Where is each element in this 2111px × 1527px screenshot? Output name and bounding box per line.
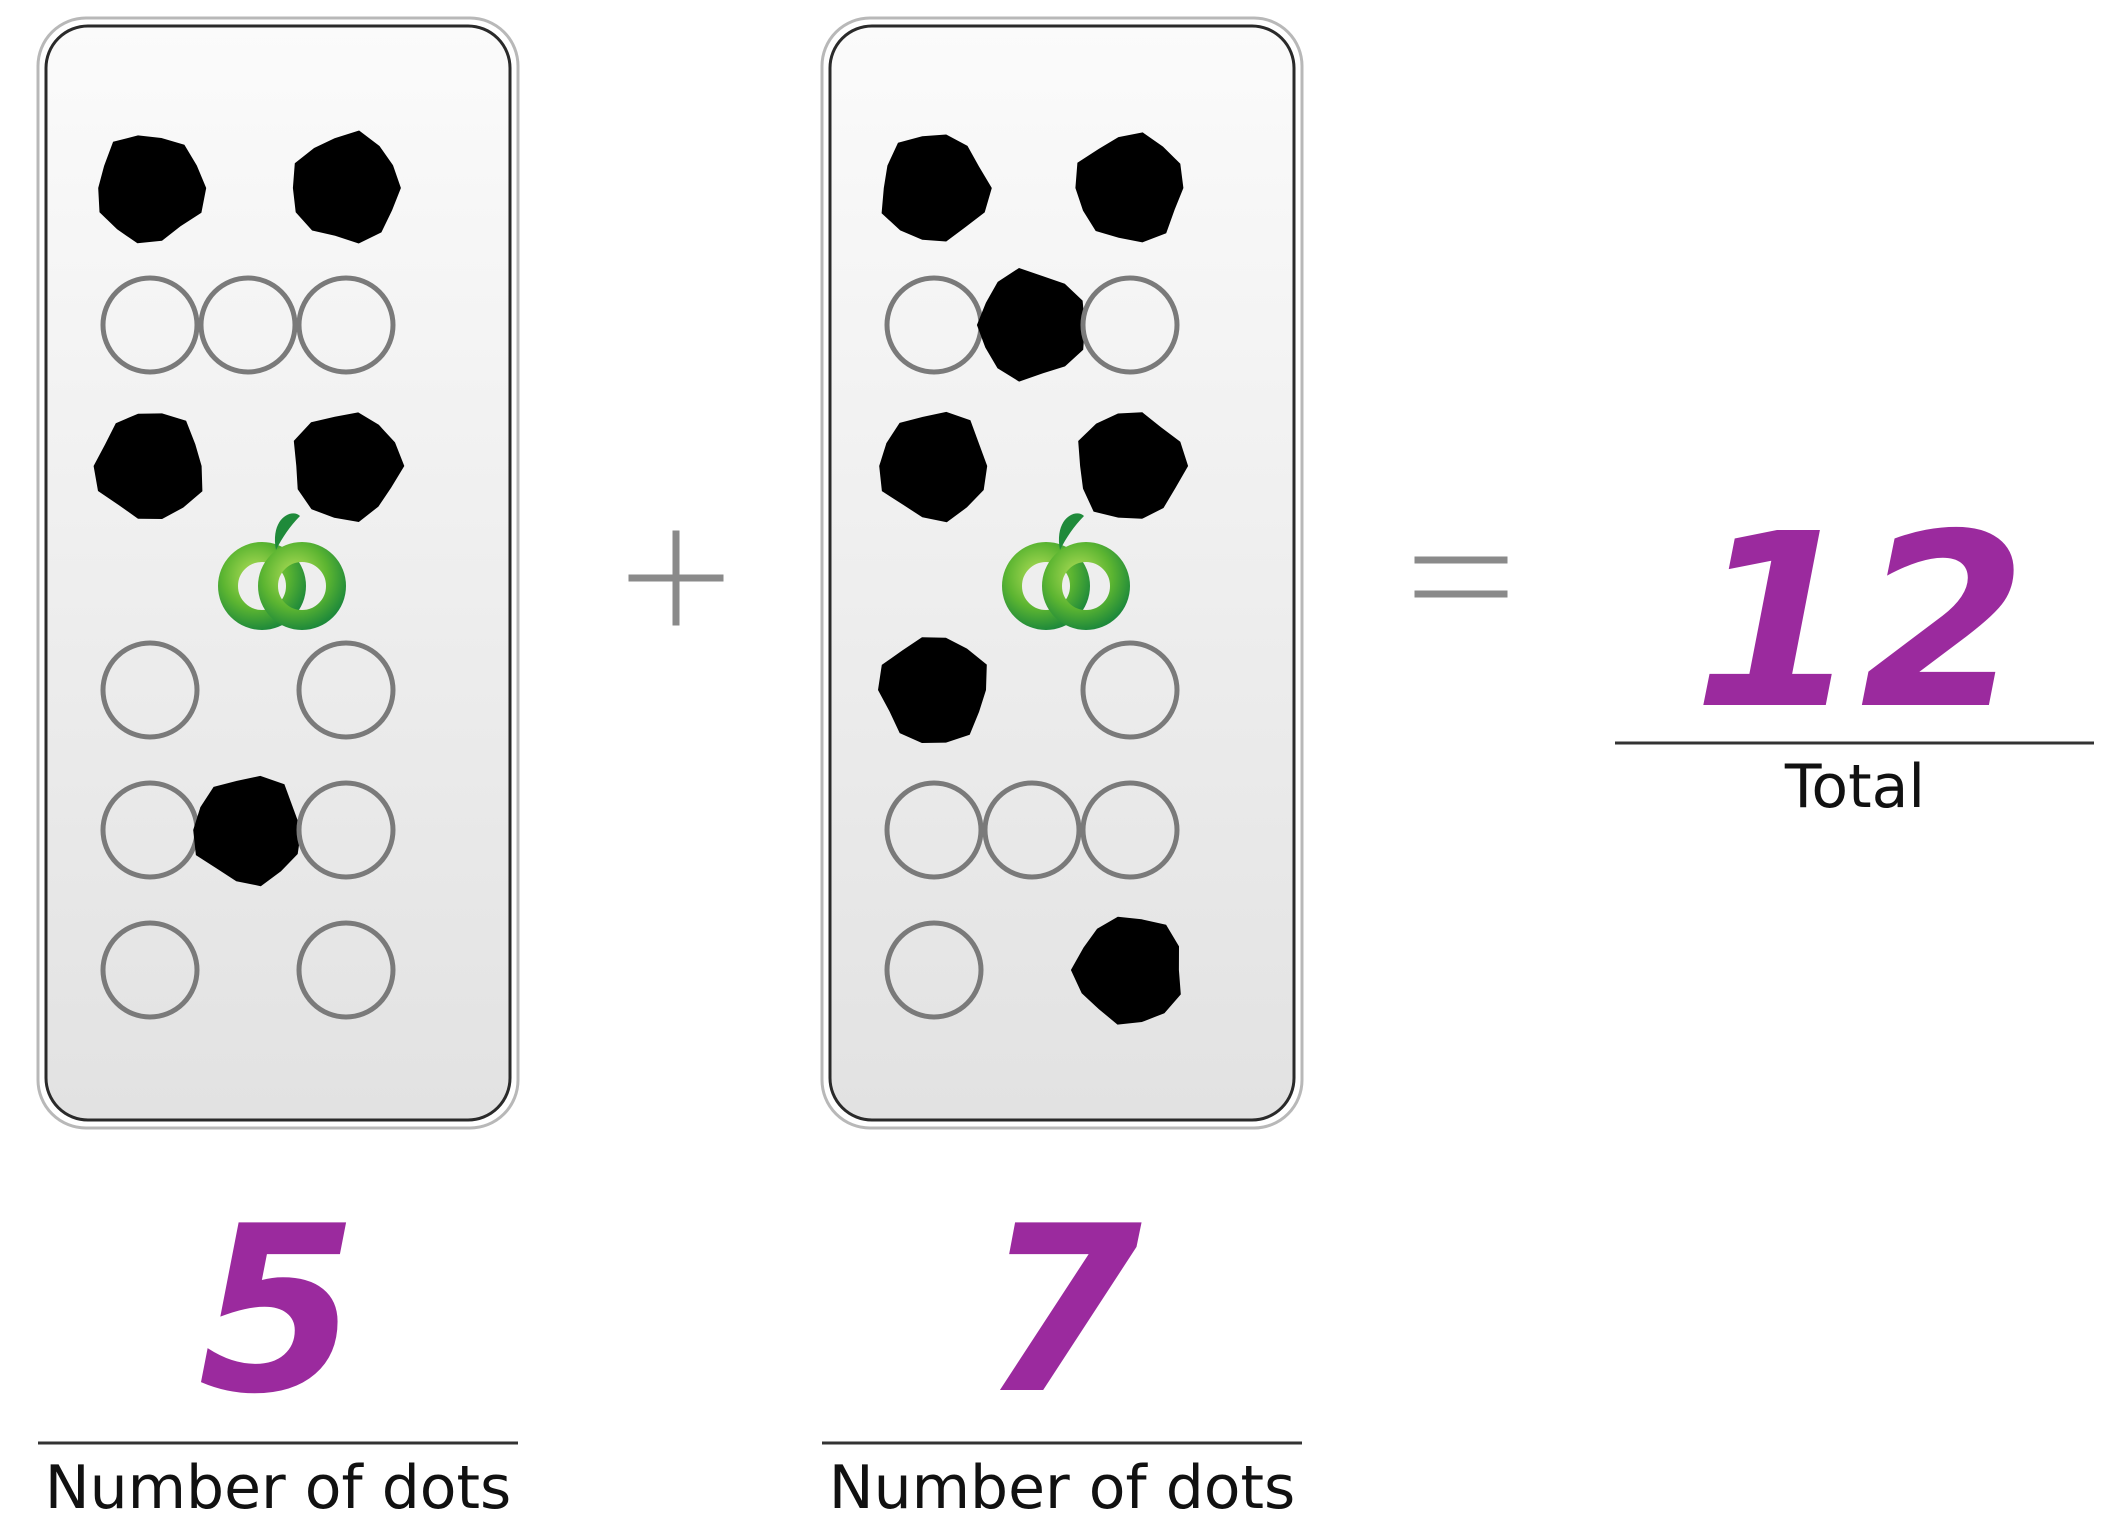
empty-dot xyxy=(296,780,396,880)
card-1-number: 5 xyxy=(198,1178,358,1445)
card-2-label: Number of dots xyxy=(829,1453,1296,1523)
woolworths-logo-icon xyxy=(887,513,1242,630)
empty-dot xyxy=(982,780,1082,880)
empty-dot xyxy=(1080,780,1180,880)
filled-dot xyxy=(98,135,207,244)
equals-icon xyxy=(1414,556,1508,598)
card-2-number: 7 xyxy=(982,1178,1142,1445)
dot-grid xyxy=(93,130,405,1020)
filled-dot xyxy=(1078,412,1189,519)
plus-icon xyxy=(628,530,724,626)
dot-grid xyxy=(878,132,1189,1025)
filled-dot xyxy=(1070,916,1181,1025)
empty-dot xyxy=(1080,275,1180,375)
filled-dot xyxy=(881,134,992,242)
empty-dot xyxy=(296,920,396,1020)
total-label: Total xyxy=(1784,752,1925,822)
filled-dot xyxy=(193,775,302,887)
empty-dot xyxy=(100,275,200,375)
filled-dot xyxy=(878,637,987,743)
total-value: 12 xyxy=(1693,482,2027,762)
card-1-label: Number of dots xyxy=(45,1453,512,1523)
filled-dot xyxy=(976,268,1085,382)
total-answer: 12 Total xyxy=(1615,482,2094,822)
filled-dot xyxy=(292,130,401,244)
empty-dot xyxy=(884,920,984,1020)
empty-dot xyxy=(100,920,200,1020)
empty-dot xyxy=(296,640,396,740)
card-2-answer: 7 Number of dots xyxy=(822,1178,1302,1523)
dot-card-1 xyxy=(36,16,520,1130)
empty-dot xyxy=(198,275,298,375)
empty-dot xyxy=(884,780,984,880)
filled-dot xyxy=(1075,132,1184,243)
dot-card-2 xyxy=(820,16,1304,1130)
card-1-answer: 5 Number of dots xyxy=(38,1178,518,1523)
empty-dot xyxy=(100,640,200,740)
empty-dot xyxy=(1080,640,1180,740)
empty-dot xyxy=(296,275,396,375)
woolworths-logo-icon xyxy=(103,513,458,630)
filled-dot xyxy=(879,411,988,523)
filled-dot xyxy=(293,412,405,522)
filled-dot xyxy=(93,413,203,519)
